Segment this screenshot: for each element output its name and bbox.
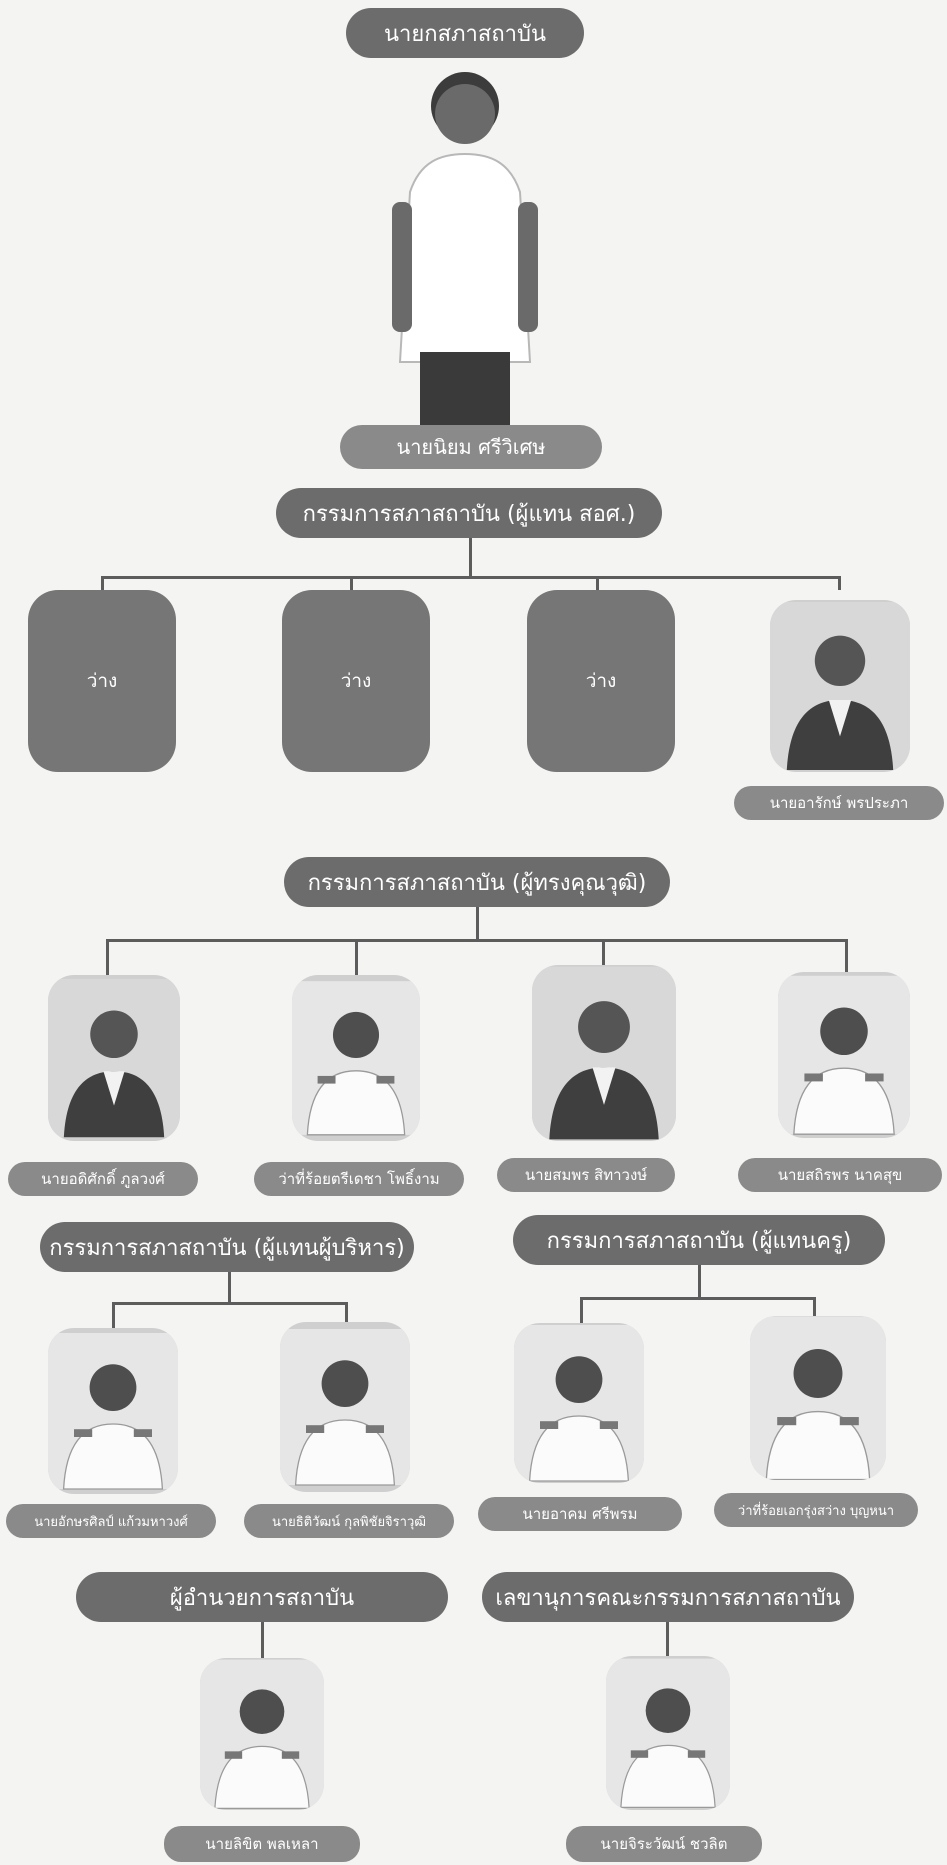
director-name: นายลิขิต พลเหลา <box>164 1826 360 1862</box>
member-photo <box>280 1322 410 1492</box>
director-title: ผู้อำนวยการสถาบัน <box>76 1572 448 1622</box>
teachers-title: กรรมการสภาสถาบัน (ผู้แทนครู) <box>513 1215 885 1265</box>
member-name: นายธิติวัฒน์ กุลพิชัยจิราวุฒิ <box>244 1504 454 1538</box>
person-icon <box>514 1323 644 1483</box>
connector <box>838 576 841 590</box>
connector <box>813 1297 816 1317</box>
person-icon <box>778 972 910 1138</box>
chairman-photo <box>370 62 560 430</box>
person-icon <box>606 1656 730 1810</box>
director-photo <box>200 1658 324 1810</box>
member-name: นายอักษรศิลป์ แก้วมหาวงศ์ <box>6 1504 216 1538</box>
member-photo <box>48 1328 178 1494</box>
vacant-seat: ว่าง <box>282 590 430 772</box>
connector <box>106 939 109 975</box>
connector <box>261 1622 264 1658</box>
person-icon <box>392 72 538 430</box>
member-name: นายสถิรพร นาคสุข <box>738 1158 942 1192</box>
connector <box>580 1297 583 1323</box>
member-name: นายอารักษ์ พรประภา <box>734 786 944 820</box>
connector <box>580 1297 816 1300</box>
member-name: นายสมพร สิทาวงษ์ <box>497 1158 675 1192</box>
connector <box>476 907 479 939</box>
connector <box>845 939 848 975</box>
connector <box>228 1272 231 1302</box>
connector <box>106 939 848 942</box>
person-icon <box>48 975 180 1141</box>
member-name: ว่าที่ร้อยตรีเดชา โพธิ์งาม <box>254 1162 464 1196</box>
connector <box>596 576 599 590</box>
connector <box>666 1622 669 1656</box>
connector <box>602 939 605 975</box>
member-photo <box>750 1316 886 1480</box>
person-icon <box>750 1316 886 1480</box>
connector <box>112 1302 115 1328</box>
connector <box>345 1302 348 1322</box>
representatives-title: กรรมการสภาสถาบัน (ผู้แทน สอศ.) <box>276 488 662 538</box>
person-icon <box>200 1658 324 1810</box>
person-icon <box>280 1322 410 1492</box>
person-icon <box>48 1328 178 1494</box>
executives-title: กรรมการสภาสถาบัน (ผู้แทนผู้บริหาร) <box>40 1222 414 1272</box>
secretary-photo <box>606 1656 730 1810</box>
member-name: ว่าที่ร้อยเอกรุ่งสว่าง บุญหนา <box>714 1493 918 1527</box>
connector <box>698 1265 701 1297</box>
member-photo <box>292 975 420 1141</box>
member-photo <box>778 972 910 1138</box>
connector <box>101 576 104 590</box>
person-icon <box>770 600 910 772</box>
member-name: นายอาคม ศรีพรม <box>478 1497 682 1531</box>
connector <box>469 538 472 576</box>
person-icon <box>292 975 420 1141</box>
vacant-seat: ว่าง <box>28 590 176 772</box>
chairman-name: นายนิยม ศรีวิเศษ <box>340 425 602 469</box>
member-name: นายอดิศักดิ์ ภูลวงศ์ <box>8 1162 198 1196</box>
member-photo <box>48 975 180 1141</box>
secretary-name: นายจิระวัฒน์ ชวลิต <box>566 1826 762 1862</box>
experts-title: กรรมการสภาสถาบัน (ผู้ทรงคุณวุฒิ) <box>284 857 670 907</box>
chairman-title: นายกสภาสถาบัน <box>346 8 584 58</box>
vacant-seat: ว่าง <box>527 590 675 772</box>
connector <box>112 1302 348 1305</box>
connector <box>355 939 358 975</box>
secretary-title: เลขานุการคณะกรรมการสภาสถาบัน <box>482 1572 854 1622</box>
member-photo <box>770 600 910 772</box>
member-photo <box>532 965 676 1141</box>
connector <box>350 576 353 590</box>
member-photo <box>514 1323 644 1483</box>
person-icon <box>532 965 676 1141</box>
connector <box>101 576 841 579</box>
